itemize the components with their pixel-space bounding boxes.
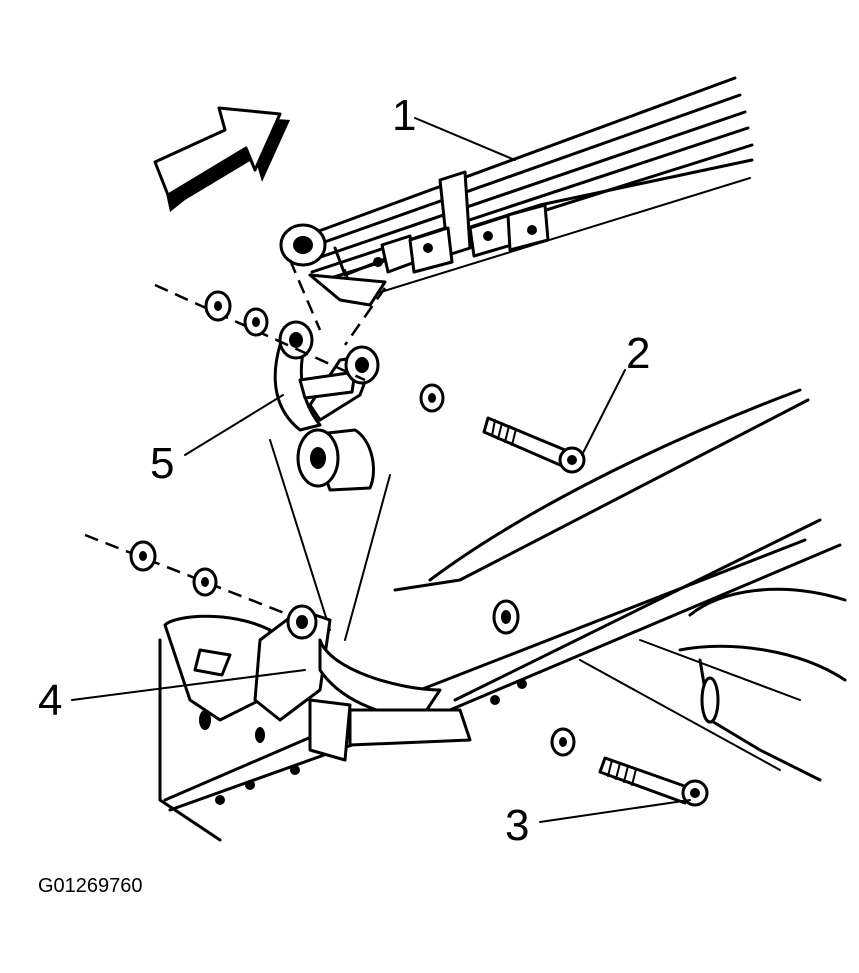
lower-nut-washers: [129, 540, 218, 597]
figure-id: G01269760: [38, 875, 143, 897]
callout-4: 4: [38, 676, 62, 725]
callout-3: 3: [505, 801, 529, 850]
callout-2: 2: [626, 329, 650, 378]
shackle: [273, 320, 380, 492]
leaf-spring: [279, 76, 754, 307]
upper-bolt: [419, 383, 586, 474]
lower-bolt: [550, 727, 709, 807]
leader-lines: [71, 117, 691, 823]
frame-bracket: [163, 604, 472, 762]
callout-5: 5: [150, 439, 174, 488]
callout-1: 1: [392, 91, 416, 140]
front-direction-arrow-icon: [153, 106, 290, 212]
frame-rail: [158, 388, 847, 842]
upper-nut-washers: [204, 290, 269, 337]
